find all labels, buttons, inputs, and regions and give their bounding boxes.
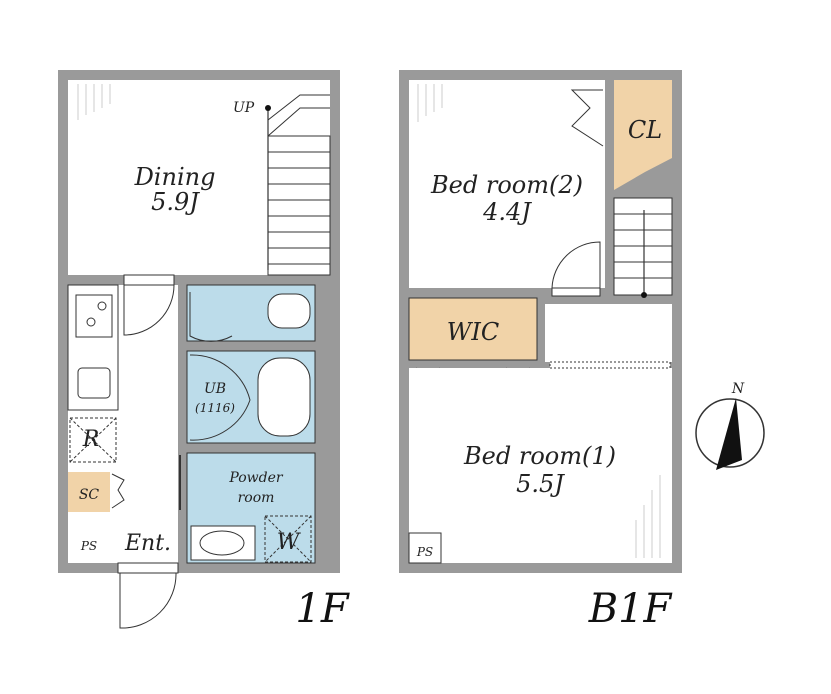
shoe-closet-label: SC — [79, 487, 100, 503]
dining-size: 5.9J — [151, 188, 200, 216]
wic-label: WIC — [447, 318, 500, 346]
shoe-closet — [68, 472, 110, 512]
bathtub-icon — [257, 357, 311, 437]
floor-b1f: Bed room(2) 4.4J CL DN WIC — [399, 70, 682, 632]
entrance-door — [117, 562, 179, 574]
entrance-door-swing-icon — [119, 572, 177, 629]
powder-room-line1: Powder — [228, 470, 284, 486]
bedroom-2-name: Bed room(2) — [430, 171, 583, 199]
stove — [75, 294, 113, 338]
bedroom-2-size: 4.4J — [482, 198, 532, 226]
floor-b1f-label: B1F — [588, 586, 673, 632]
dining-door-swing-icon — [123, 284, 175, 336]
washer-label: W — [277, 530, 302, 555]
closet-door-icon — [570, 89, 604, 147]
shoe-closet-door-icon — [111, 473, 125, 509]
ub-code: (1116) — [195, 401, 235, 415]
dining-shading — [77, 84, 111, 120]
compass: N — [695, 381, 765, 470]
bedroom-2 — [409, 80, 605, 288]
closet — [614, 80, 672, 190]
toilet-door-swing-icon — [189, 292, 233, 342]
pipe-space-1f-label: PS — [80, 539, 97, 553]
closet-label: CL — [628, 116, 662, 144]
bedroom-2-door — [551, 287, 601, 297]
entrance-area — [118, 521, 178, 563]
floor-1f-label: 1F — [295, 586, 349, 632]
refrigerator — [69, 417, 117, 463]
dining-name: Dining — [134, 163, 216, 191]
ub-name: UB — [204, 381, 226, 397]
powder-room-line2: room — [238, 490, 275, 506]
floor-1f: UP Dining 5.9J R SC PS Ent. — [58, 70, 350, 632]
entrance-label: Ent. — [124, 531, 171, 556]
compass-north-label: N — [731, 381, 745, 397]
walk-in-closet — [408, 297, 538, 361]
sink — [77, 367, 111, 399]
bedroom-1-size: 5.5J — [516, 470, 565, 498]
washbasin-icon — [199, 530, 245, 556]
bath-door-icon — [189, 354, 251, 441]
toilet-icon — [267, 293, 311, 329]
bedroom-1-sliding-door — [549, 361, 671, 369]
pipe-space-b1f — [408, 532, 442, 564]
hall — [545, 304, 672, 362]
north-arrow-icon — [716, 398, 742, 470]
stove-burner-icon — [97, 301, 107, 311]
stairs-up — [265, 94, 331, 276]
stove-burner-icon — [86, 317, 96, 327]
pipe-space-1f — [68, 521, 110, 563]
bedroom-2-shading — [417, 84, 443, 122]
pipe-space-b1f-label: PS — [416, 545, 433, 559]
dining-door — [123, 274, 175, 286]
bedroom-1 — [409, 368, 672, 563]
bedroom-1-name: Bed room(1) — [463, 442, 616, 470]
up-label: UP — [233, 100, 255, 116]
refrigerator-label: R — [82, 427, 100, 452]
stairs-down — [613, 197, 673, 298]
washer-pan — [264, 515, 312, 563]
bedroom-1-shading — [635, 475, 661, 558]
bedroom-2-door-swing-icon — [551, 241, 601, 289]
